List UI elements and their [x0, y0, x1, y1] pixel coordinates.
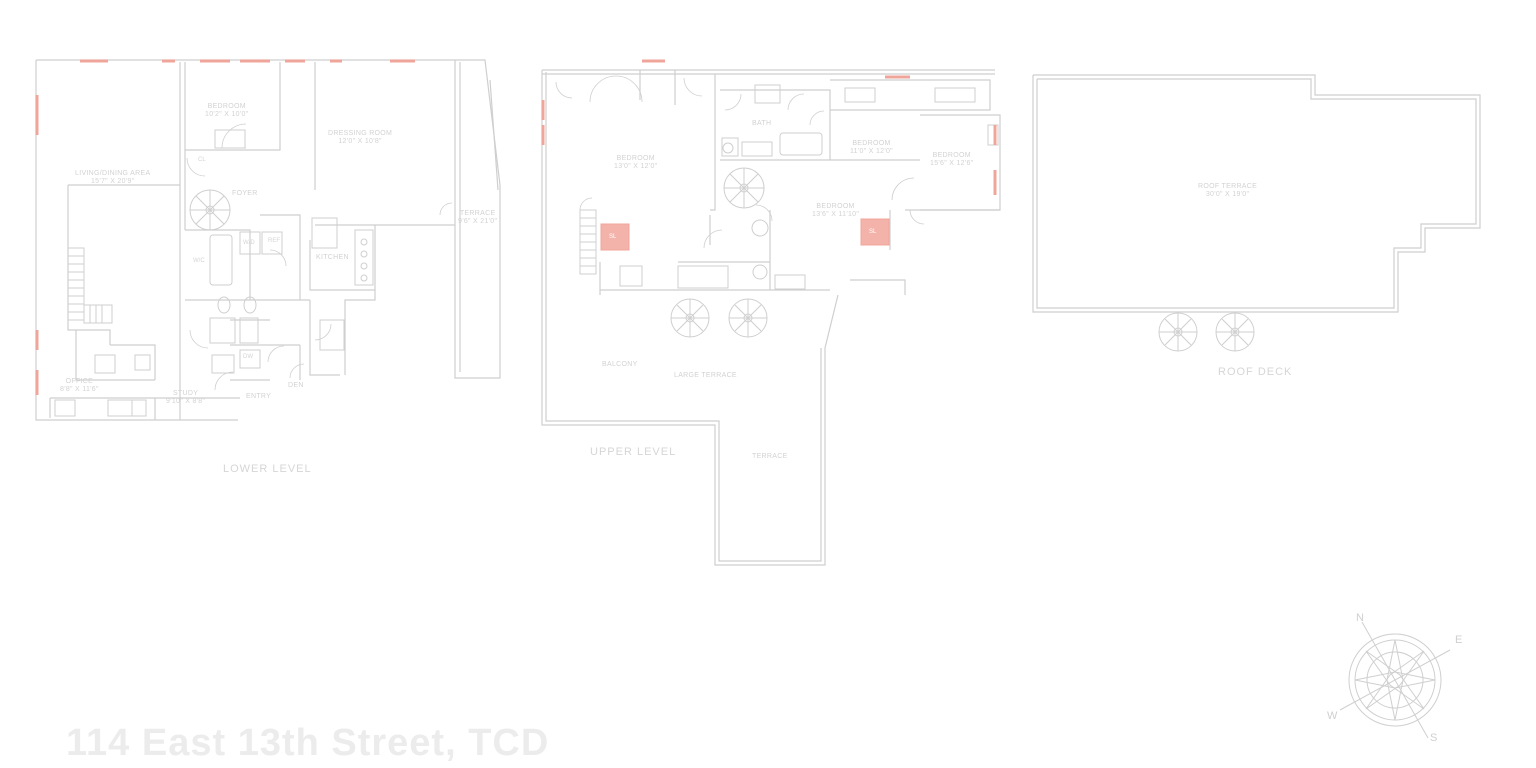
compass-e: E: [1455, 634, 1463, 646]
lower-level-walls: [35, 59, 501, 421]
room-office: OFFICE 8'8" x 11'6": [60, 378, 99, 393]
room-kitchen: KITCHEN: [316, 254, 349, 261]
room-roof-terrace: ROOF TERRACE 30'0" x 19'0": [1198, 183, 1258, 198]
lower-level-stairs: [67, 189, 231, 324]
tag-skylight-2: SL: [869, 229, 877, 235]
room-bedroom-3: BEDROOM 15'6" x 12'6": [930, 152, 974, 167]
upper-level-walls: [541, 69, 1001, 566]
skylights: [600, 218, 890, 251]
lower-level-fixtures: [54, 129, 374, 417]
room-bedroom-2: BEDROOM 11'0" x 12'0": [850, 140, 893, 155]
room-den: DEN: [288, 382, 304, 389]
room-foyer: FOYER: [232, 190, 258, 197]
room-bedroom-upper: BEDROOM 13'0" x 12'0": [614, 155, 658, 170]
room-entry: ENTRY: [246, 393, 272, 400]
tag-wd: W/D: [243, 240, 255, 246]
upper-level-fixtures: [619, 84, 999, 290]
room-balcony: BALCONY: [602, 361, 638, 368]
label-upper-level: UPPER LEVEL: [590, 446, 677, 458]
room-terrace-lower: TERRACE 9'6" x 21'0": [458, 210, 498, 225]
compass-w: W: [1327, 710, 1338, 722]
upper-level-windows: [541, 59, 997, 195]
room-terrace-side: TERRACE: [752, 453, 788, 460]
property-address: 114 East 13th Street, TCD: [66, 722, 550, 764]
room-bedroom: BEDROOM 10'2" x 10'0": [205, 103, 249, 118]
upper-level-stairs: [579, 167, 768, 338]
tag-closet: CL: [198, 157, 206, 163]
label-roof-deck: ROOF DECK: [1218, 366, 1293, 378]
tag-ref: REF: [268, 238, 280, 244]
upper-level-doors: [555, 75, 925, 249]
room-dressing-room: DRESSING ROOM 12'0" x 10'8": [328, 130, 393, 145]
tag-dw: DW: [243, 354, 253, 360]
roof-deck-stairs: [1158, 312, 1255, 352]
tag-wic: W/C: [193, 258, 205, 264]
room-large-terrace: LARGE TERRACE: [674, 372, 737, 379]
room-living-dining: LIVING/DINING AREA 15'7" x 20'9": [75, 170, 151, 185]
label-lower-level: LOWER LEVEL: [223, 463, 312, 475]
room-bedroom-4: BEDROOM 13'6" x 11'10": [812, 203, 860, 218]
lower-level-doors: [186, 123, 453, 391]
tag-skylight-1: SL: [609, 234, 617, 240]
compass-n: N: [1356, 612, 1364, 624]
lower-level-windows: [35, 59, 415, 395]
room-study: STUDY 9'10" x 8'8": [166, 390, 206, 405]
compass-s: S: [1430, 732, 1438, 744]
compass-rose-icon: [1339, 621, 1451, 739]
roof-deck-walls: [1032, 74, 1481, 313]
room-bath: BATH: [752, 120, 772, 127]
